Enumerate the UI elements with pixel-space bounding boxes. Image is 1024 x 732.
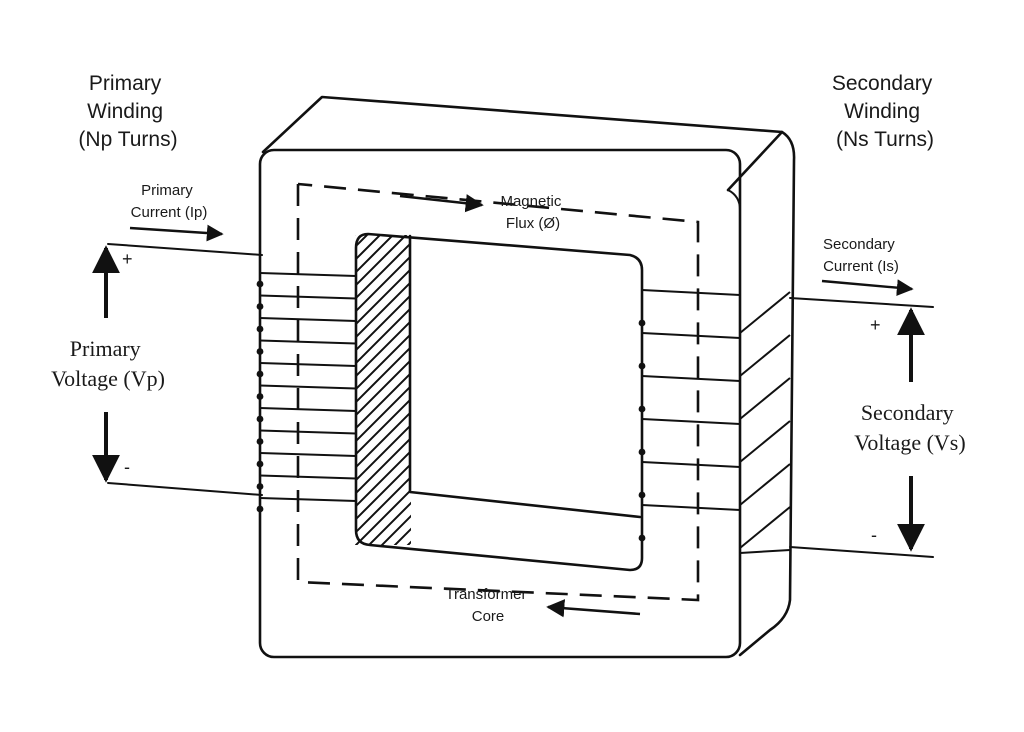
secondary-turn [641, 504, 741, 511]
primary-turn-dot [256, 505, 264, 513]
primary-turn [259, 272, 357, 277]
secondary-turn [641, 418, 741, 425]
core-window [354, 232, 644, 572]
secondary-winding-label: Secondary Winding (Ns Turns) [832, 72, 938, 151]
core-right-face [738, 130, 796, 657]
primary-turn [259, 407, 357, 412]
primary-turn-dot [256, 483, 264, 490]
core-front-face [258, 148, 742, 659]
flux-dashed-loop [296, 182, 700, 602]
primary-turn-dot [256, 325, 264, 333]
flux-path [296, 182, 700, 618]
secondary-circuit [789, 279, 934, 558]
magnetic-flux-label: Magnetic Flux (Ø) [500, 193, 565, 232]
flux-arrow-bottom [546, 599, 641, 618]
core-top-face [261, 95, 784, 192]
primary-turn [259, 474, 357, 480]
primary-winding [256, 272, 357, 513]
primary-turn-dot [256, 460, 264, 468]
primary-turn [259, 497, 357, 502]
secondary-turn-dot [638, 448, 646, 456]
primary-turn-dot [256, 370, 264, 378]
secondary-winding [638, 289, 791, 554]
primary-lead-bottom [107, 482, 263, 496]
primary-plus-sign: + [122, 249, 133, 269]
secondary-turn [641, 461, 741, 468]
primary-turn [259, 429, 357, 435]
primary-voltage-label: Primary Voltage (Vp) [51, 336, 165, 391]
secondary-turn-side [739, 549, 791, 554]
primary-turn-dot [256, 280, 264, 288]
secondary-plus-sign: + [870, 315, 881, 335]
primary-turn-dot [256, 348, 264, 355]
primary-turn [259, 317, 357, 322]
secondary-turn-dot [638, 319, 646, 327]
primary-circuit [92, 224, 263, 496]
primary-turn [259, 294, 357, 300]
secondary-lead-bottom [789, 546, 934, 558]
primary-lead-top [107, 243, 263, 256]
secondary-turn-side [739, 291, 791, 334]
secondary-turn-side [739, 334, 791, 377]
secondary-minus-sign: - [871, 525, 877, 545]
secondary-turn-side [739, 506, 791, 549]
primary-turn [259, 362, 357, 367]
primary-turn [259, 339, 357, 345]
secondary-turn [641, 332, 741, 339]
secondary-turn [641, 375, 741, 382]
primary-turn-dot [256, 303, 264, 310]
transformer-core [258, 95, 796, 659]
flux-arrow-top [399, 194, 484, 213]
window-outline [354, 232, 644, 572]
primary-current-arrow [129, 224, 224, 242]
transformer-core-label: Transformer Core [445, 586, 530, 625]
secondary-turn-dot [638, 362, 646, 370]
primary-turn-dot [256, 393, 264, 400]
window-back-edges [408, 234, 642, 519]
primary-turn [259, 384, 357, 390]
primary-current-label: Primary Current (Ip) [131, 182, 208, 221]
primary-minus-sign: - [124, 457, 130, 477]
secondary-voltage-label: Secondary Voltage (Vs) [854, 400, 965, 455]
secondary-turn-dot [638, 405, 646, 413]
secondary-turn-dot [638, 491, 646, 499]
secondary-current-label: Secondary Current (Is) [823, 236, 899, 275]
secondary-turn-dot [638, 534, 646, 542]
secondary-turn-side [739, 463, 791, 506]
window-inner-wall [355, 235, 411, 545]
secondary-turn [641, 289, 741, 296]
primary-turn [259, 452, 357, 457]
core-edge [727, 189, 741, 211]
secondary-lead-top [789, 297, 934, 308]
primary-turn-dot [256, 438, 264, 445]
primary-winding-label: Primary Winding (Np Turns) [78, 72, 177, 151]
secondary-turn-side [739, 420, 791, 463]
primary-turn-dot [256, 415, 264, 423]
secondary-turn-side [739, 377, 791, 420]
secondary-current-arrow [821, 279, 914, 297]
